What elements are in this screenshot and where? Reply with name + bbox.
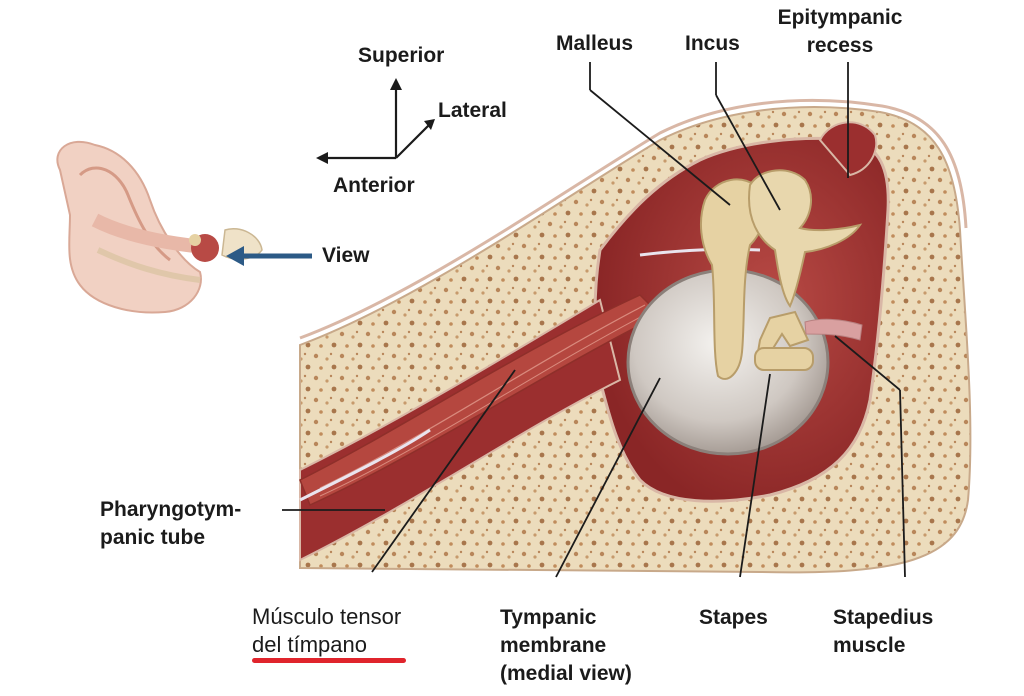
stapes bbox=[756, 310, 810, 354]
label-pharyngotympanic-tube: Pharyngotym- panic tube bbox=[100, 498, 242, 549]
highlight-underline bbox=[252, 658, 406, 663]
view-arrow bbox=[226, 246, 312, 266]
label-view: View bbox=[322, 244, 370, 267]
label-incus: Incus bbox=[685, 32, 740, 55]
label-tympanic-membrane: Tympanic membrane (medial view) bbox=[500, 606, 632, 685]
label-anterior: Anterior bbox=[333, 174, 415, 197]
leader-lines bbox=[282, 62, 906, 578]
label-stapes: Stapes bbox=[699, 606, 768, 629]
label-epitympanic-recess: Epitympanic recess bbox=[777, 6, 903, 57]
orientation-arrows bbox=[316, 78, 435, 164]
label-stapedius-muscle: Stapedius muscle bbox=[833, 606, 934, 657]
external-ear-thumbnail bbox=[56, 140, 263, 314]
stapedius-muscle bbox=[804, 318, 863, 341]
label-tensor-tympani: Músculo tensor del tímpano bbox=[252, 604, 402, 657]
label-superior: Superior bbox=[358, 44, 445, 67]
label-lateral: Lateral bbox=[438, 99, 507, 122]
label-malleus: Malleus bbox=[556, 32, 634, 55]
